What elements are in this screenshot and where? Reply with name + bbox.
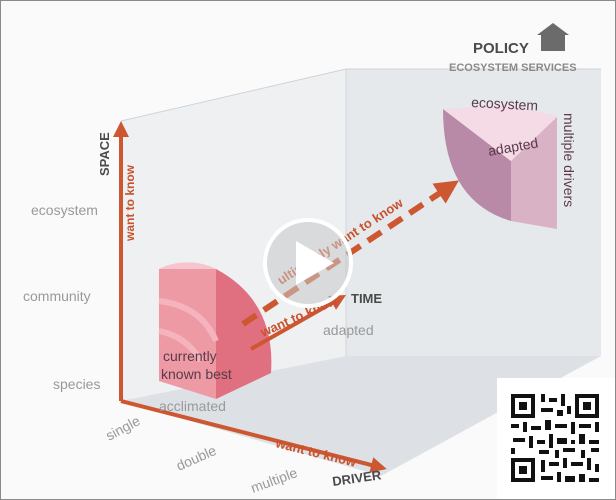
qr-code xyxy=(497,378,615,499)
time-axis xyxy=(250,295,346,351)
near-block xyxy=(158,262,272,399)
play-button[interactable] xyxy=(263,218,353,308)
house-icon xyxy=(537,23,569,51)
driver-tick-multiple: multiple xyxy=(249,464,300,496)
time-tick-acclimated: acclimated xyxy=(159,398,226,414)
far-block xyxy=(443,105,557,229)
space-tick-community: community xyxy=(23,288,91,304)
near-block-label-line1: currently xyxy=(163,348,217,364)
far-block-side-label: multiple drivers xyxy=(561,113,577,207)
driver-tick-double: double xyxy=(174,442,219,474)
space-tick-species: species xyxy=(53,376,100,392)
qr-code-icon xyxy=(497,378,615,499)
ultimate-arrow xyxy=(241,180,459,327)
near-block-label-line2: known best xyxy=(161,366,232,382)
space-tick-ecosystem: ecosystem xyxy=(31,202,98,218)
driver-tick-single: single xyxy=(103,412,143,443)
play-icon xyxy=(296,241,334,285)
driver-axis xyxy=(120,399,387,473)
policy-label: POLICY xyxy=(473,40,529,57)
ecosystem-services-label: ECOSYSTEM SERVICES xyxy=(449,62,577,74)
far-block-top-label: ecosystem xyxy=(471,94,539,113)
time-axis-title: TIME xyxy=(351,291,382,306)
driver-axis-title: DRIVER xyxy=(331,467,382,489)
time-tick-adapted: adapted xyxy=(323,322,374,338)
space-axis-title: SPACE xyxy=(97,132,112,176)
space-want-label: want to know xyxy=(123,164,137,242)
